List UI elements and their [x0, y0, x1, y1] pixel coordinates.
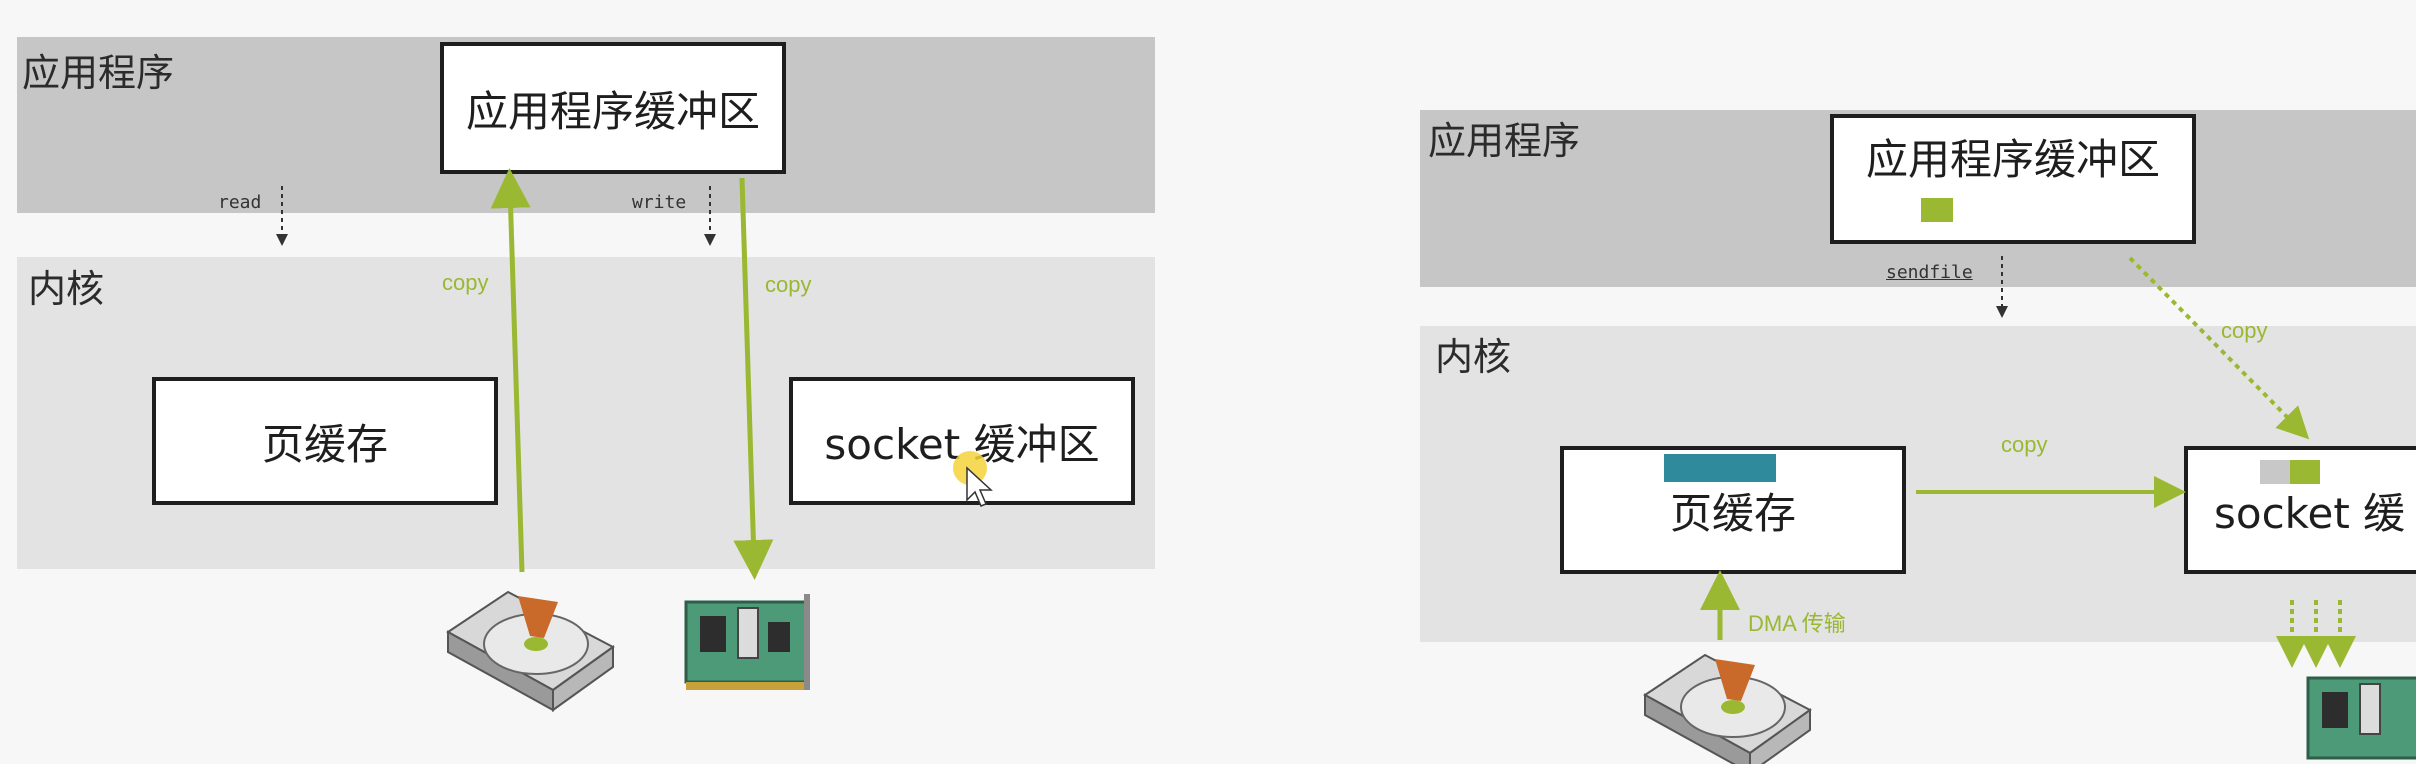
sendfile-label: sendfile: [1886, 262, 1973, 283]
hard-disk-icon: [446, 590, 615, 712]
hard-disk-icon: [1643, 653, 1812, 764]
network-card-icon: [684, 594, 810, 690]
app-buffer-label: 应用程序缓冲区: [1865, 135, 2160, 184]
mouse-cursor-icon: [966, 466, 993, 507]
page-cache-label: 页缓存: [1669, 488, 1796, 538]
write-label: write: [632, 192, 687, 213]
data-block-teal: [1664, 454, 1776, 482]
app-buffer-box: 应用程序缓冲区: [440, 42, 786, 174]
network-card-icon: [2306, 676, 2416, 760]
cursor-highlight: [953, 451, 987, 485]
page-cache-box: 页缓存: [152, 377, 498, 505]
app-buffer-box: 应用程序缓冲区: [1830, 114, 2196, 244]
data-block-green: [1921, 198, 1953, 222]
copy-down-label: copy: [765, 272, 812, 297]
right-diagram: 应用程序 内核 应用程序缓冲区 页缓存 socket 缓 sendfile co…: [1250, 0, 2416, 764]
left-arrows-layer: [276, 168, 993, 712]
dma-label: DMA 传输: [1748, 611, 1846, 636]
copy-diag-arrow: [2128, 256, 2310, 440]
copy-down-arrow: [733, 177, 774, 580]
app-layer-label: 应用程序: [1428, 119, 1581, 163]
left-diagram: 应用程序 内核 应用程序缓冲区 页缓存 socket 缓冲区 read writ…: [17, 37, 1155, 712]
socket-buffer-box: socket 缓冲区: [789, 377, 1135, 505]
data-block-green-socket: [2290, 460, 2320, 484]
kernel-layer-label: 内核: [1435, 335, 1512, 379]
data-block-gray: [2260, 460, 2290, 484]
read-label: read: [218, 192, 262, 213]
socket-buffer-label: socket 缓: [2214, 488, 2406, 538]
right-arrows-layer: [1643, 256, 2416, 764]
kernel-layer-label: 内核: [28, 267, 105, 311]
copy-right-label: copy: [2001, 432, 2048, 457]
app-layer-label: 应用程序: [22, 51, 175, 95]
copy-up-label: copy: [442, 270, 489, 295]
copy-diag-label: copy: [2221, 318, 2268, 343]
copy-up-arrow: [490, 168, 531, 573]
